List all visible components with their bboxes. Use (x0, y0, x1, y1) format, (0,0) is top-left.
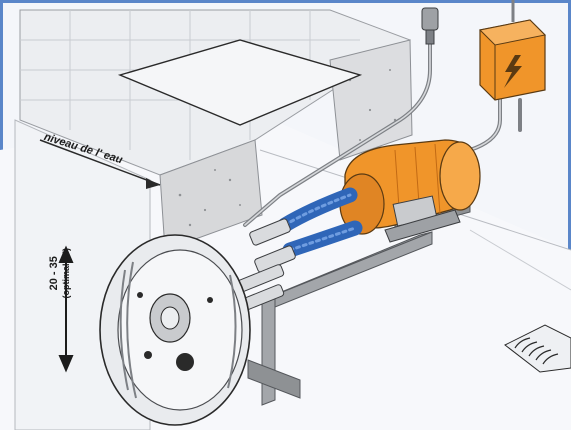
skimmer-cover (117, 39, 363, 126)
concrete-wall-front (159, 139, 263, 251)
depth-dimension-arrow (58, 245, 74, 373)
depth-dimension-label: 20 - 35 (optimal 25) (48, 248, 72, 299)
depth-range-text: 20 - 35 (48, 256, 60, 291)
pipe-fittings (237, 218, 296, 312)
floor-edge-line-2 (469, 229, 571, 291)
jet-unit (99, 234, 251, 426)
concrete-wall-right (329, 39, 413, 161)
nozzle (176, 353, 194, 371)
grate-icon (504, 324, 571, 373)
depth-optimal-text: (optimal 25) (61, 248, 71, 299)
water-level-arrow (146, 178, 160, 189)
valve (421, 7, 439, 45)
lightning-bolt-icon (504, 55, 522, 88)
pump-motor (339, 139, 481, 243)
concrete-speckles (178, 69, 397, 227)
junction-box (478, 0, 547, 101)
water-level-line (39, 139, 161, 186)
blue-hoses (277, 187, 363, 258)
